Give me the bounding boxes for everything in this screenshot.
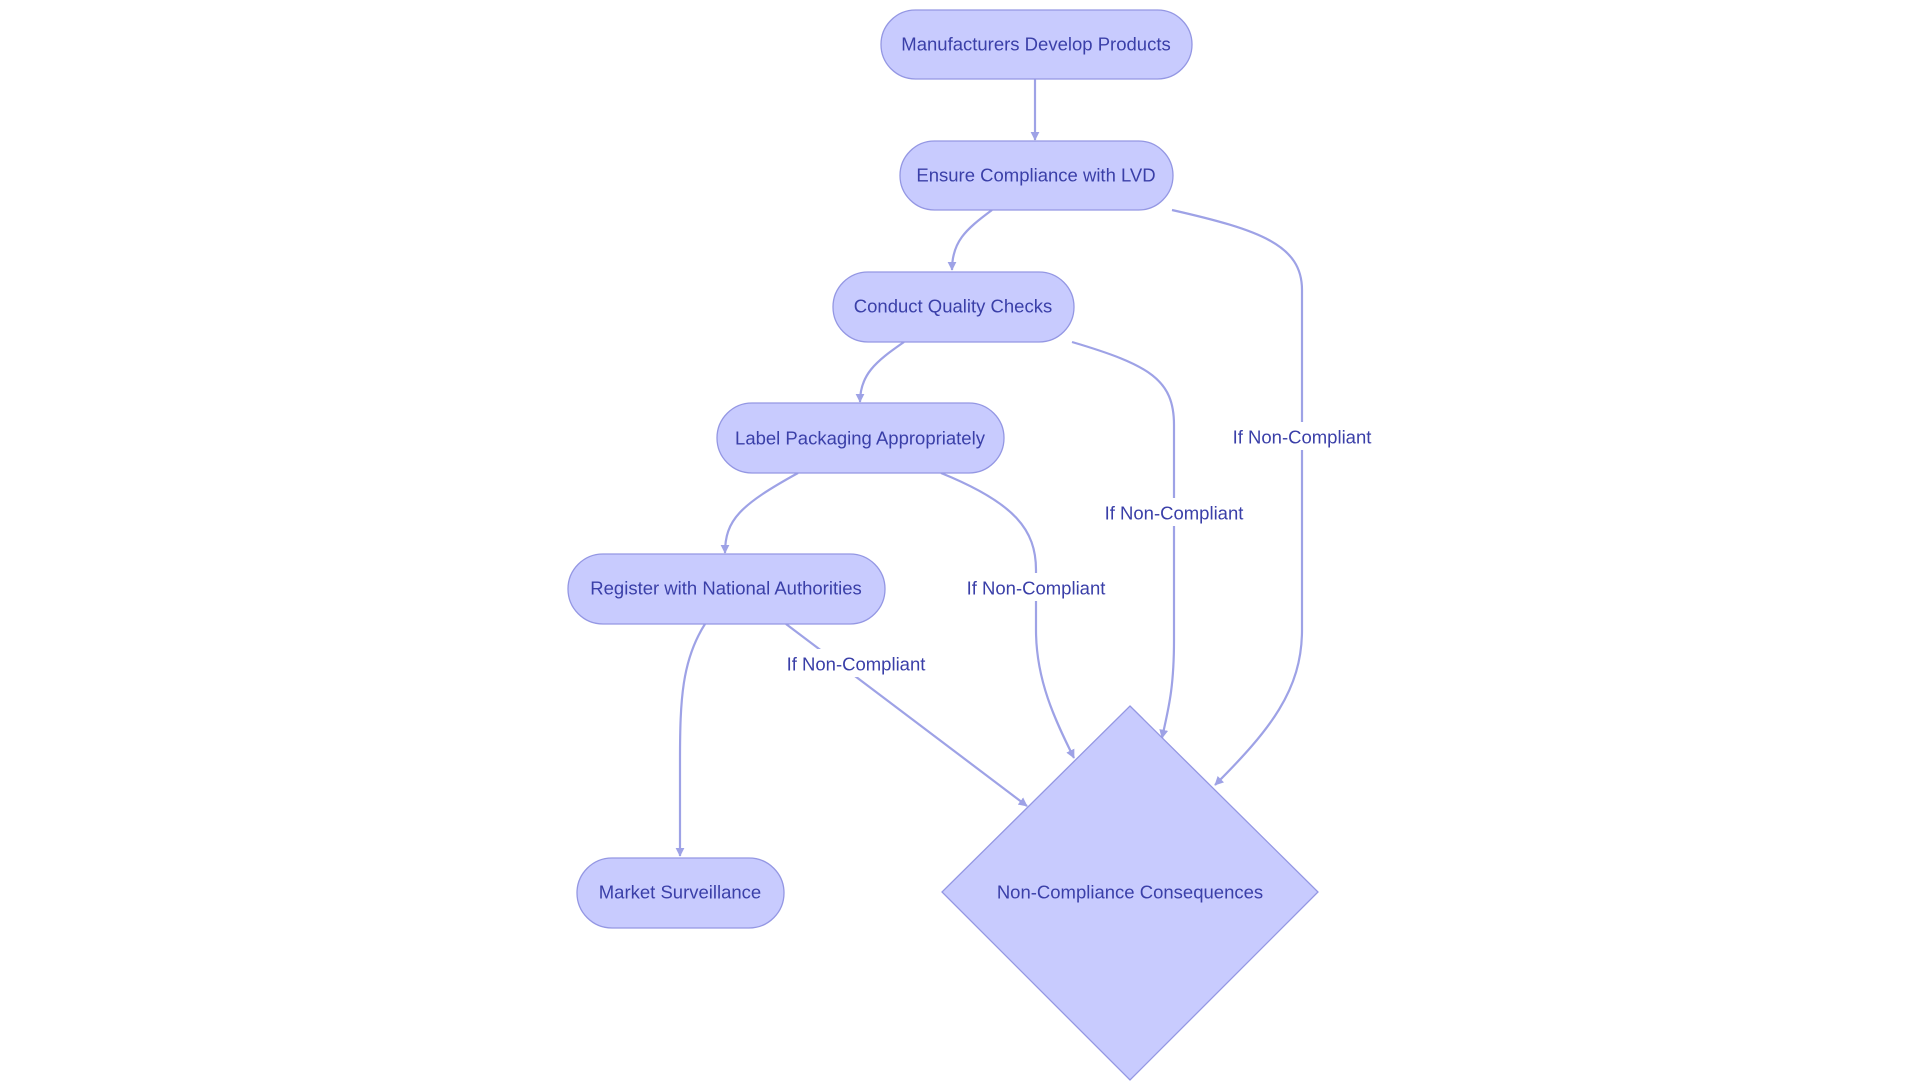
svg-text:If Non-Compliant: If Non-Compliant (787, 654, 926, 675)
node-market-label: Market Surveillance (599, 882, 761, 903)
node-market-shape (576, 857, 785, 929)
edge-label-ensure-consequences: If Non-Compliant (1232, 422, 1372, 450)
node-conduct-quality-checks[interactable]: Conduct Quality Checks (832, 271, 1075, 343)
node-quality-shape (832, 271, 1075, 343)
node-label-packaging-shape (716, 402, 1005, 474)
node-quality-label: Conduct Quality Checks (854, 296, 1052, 317)
edge-labels: If Non-Compliant If Non-Compliant If Non… (786, 422, 1372, 677)
node-label-packaging-appropriately[interactable]: Label Packaging Appropriately (716, 402, 1005, 474)
edge-label-quality-consequences: If Non-Compliant (1104, 498, 1244, 526)
node-manufacturers-develop-products[interactable]: Manufacturers Develop Products (880, 9, 1193, 80)
edge-ensure-to-consequences (1171, 208, 1304, 786)
svg-text:If Non-Compliant: If Non-Compliant (1233, 427, 1372, 448)
nodes: Manufacturers Develop Products Ensure Co… (567, 9, 1319, 1081)
node-ensure-shape (899, 140, 1174, 211)
edge-register-to-market (675, 623, 706, 857)
node-ensure-label: Ensure Compliance with LVD (916, 165, 1155, 186)
edge-label-to-register (720, 472, 799, 554)
node-register-with-national-authorities[interactable]: Register with National Authorities (567, 553, 886, 625)
node-ensure-compliance-with-lvd[interactable]: Ensure Compliance with LVD (899, 140, 1174, 211)
edge-label-label-consequences: If Non-Compliant (966, 573, 1106, 601)
svg-text:If Non-Compliant: If Non-Compliant (1105, 503, 1244, 524)
node-register-label: Register with National Authorities (590, 578, 861, 599)
svg-text:If Non-Compliant: If Non-Compliant (967, 578, 1106, 599)
node-non-compliance-consequences[interactable]: Non-Compliance Consequences (941, 705, 1319, 1081)
node-consequences-label: Non-Compliance Consequences (997, 882, 1263, 903)
edge-quality-to-consequences (1071, 340, 1176, 739)
node-consequences-diamond (941, 705, 1319, 1081)
node-manufacturers-label: Manufacturers Develop Products (901, 34, 1170, 55)
edge-quality-to-label (855, 341, 905, 403)
edge-ensure-to-quality (947, 209, 993, 271)
edge-label-register-consequences: If Non-Compliant (786, 649, 926, 677)
edge-label-to-consequences (940, 471, 1075, 759)
node-label-packaging-label: Label Packaging Appropriately (735, 428, 986, 449)
node-manufacturers-shape (880, 9, 1193, 80)
node-market-surveillance[interactable]: Market Surveillance (576, 857, 785, 929)
edges (675, 79, 1304, 857)
node-register-shape (567, 553, 886, 625)
